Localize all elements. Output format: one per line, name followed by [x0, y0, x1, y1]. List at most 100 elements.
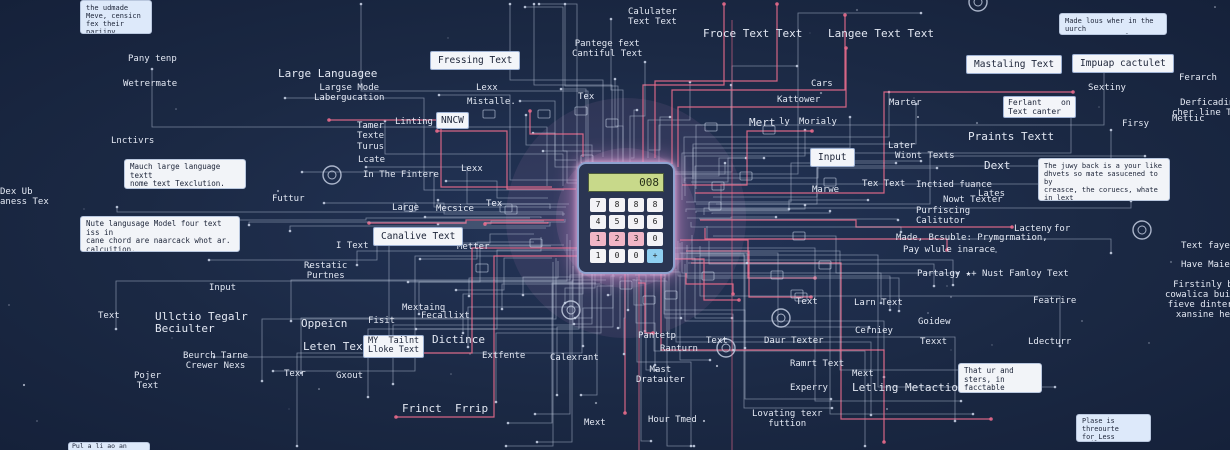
- label-largse-mode: Largse Mode Labergucation: [314, 83, 385, 103]
- star-speck: [916, 115, 920, 119]
- tag-ferlant: Ferlant on Text canter: [1003, 96, 1076, 118]
- trace-node: [722, 2, 726, 6]
- label-cars: Cars: [811, 79, 833, 89]
- circuit-trace: [437, 200, 551, 209]
- tag-nncw: NNCW: [436, 112, 469, 129]
- circuit-trace: [660, 255, 831, 400]
- circuit-trace: [367, 260, 580, 397]
- label-turus: Turus: [357, 142, 385, 152]
- trace-node: [271, 369, 275, 373]
- trace-node: [971, 412, 975, 416]
- label-metter: Metter: [457, 242, 490, 252]
- label-extfente: Extfente: [482, 351, 526, 361]
- star-speck: [819, 91, 823, 95]
- calculator-key[interactable]: 8: [647, 198, 663, 212]
- trace-node: [888, 308, 892, 312]
- component-chip: [664, 290, 678, 300]
- trace-node: [207, 258, 211, 262]
- calculator-key[interactable]: 0: [647, 232, 663, 246]
- trace-node: [867, 325, 871, 329]
- circuit-trace: [201, 217, 530, 221]
- star-speck: [318, 388, 320, 390]
- label-i-text: I Text: [336, 241, 369, 251]
- trace-node: [500, 307, 504, 311]
- trace-node: [537, 2, 541, 6]
- component-chip: [818, 260, 832, 270]
- calculator-key[interactable]: 8: [628, 198, 644, 212]
- circuit-trace: [690, 222, 902, 232]
- circuit-trace: [685, 205, 806, 212]
- callout-box-bottom-left: Pul a li ao an yaur fretiny: [68, 442, 150, 450]
- trace-node: [951, 283, 955, 287]
- tag-my-tailnt: MY Tailnt Lloke Text: [363, 335, 425, 358]
- calculator-key[interactable]: 7: [590, 198, 606, 212]
- trace-node: [635, 108, 639, 112]
- circuit-trace: [659, 257, 732, 319]
- calculator-key[interactable]: 3: [628, 232, 644, 246]
- trace-node: [803, 203, 807, 207]
- circuit-trace: [248, 219, 566, 225]
- circuit-trace: [700, 219, 1012, 228]
- component-chip: [701, 271, 715, 281]
- calculator-key[interactable]: 2: [609, 232, 625, 246]
- circuit-trace: [635, 274, 656, 371]
- calculator-key[interactable]: 8: [609, 198, 625, 212]
- component-chip: [762, 125, 776, 135]
- label-wetrermate: Wetrermate: [123, 79, 178, 89]
- trace-node: [1109, 128, 1113, 132]
- star-speck: [1081, 320, 1083, 322]
- calculator-key[interactable]: 5: [609, 215, 625, 229]
- label-larn-text: Larn Text: [854, 298, 903, 308]
- trace-node: [327, 118, 331, 122]
- circuit-trace: [425, 216, 542, 218]
- component-chip: [537, 109, 551, 119]
- label-mext-bottom: Mext: [584, 418, 606, 428]
- circuit-trace: [324, 202, 565, 215]
- circuit-trace: [713, 235, 958, 274]
- star-speck: [702, 419, 706, 423]
- component-chip: [642, 295, 656, 305]
- calculator-key[interactable]: 0: [609, 249, 625, 263]
- calculator-key[interactable]: 1: [590, 249, 606, 263]
- circuit-trace: [685, 273, 734, 294]
- gear-hub: [973, 0, 983, 7]
- calculator-key[interactable]: 9: [628, 215, 644, 229]
- circuit-trace: [635, 280, 656, 365]
- gear-hub: [327, 170, 337, 180]
- circuit-trace: [716, 155, 1145, 205]
- label-hour-tmed: Hour Tmed: [648, 415, 697, 425]
- label-pantetp: Pantetp: [638, 331, 676, 341]
- component-chip: [499, 203, 513, 213]
- circuit-trace: [640, 280, 694, 447]
- calculator-key[interactable]: 6: [647, 215, 663, 229]
- calculator-key[interactable]: 4: [590, 215, 606, 229]
- label-lates: Lates: [978, 189, 1006, 199]
- calculator-key[interactable]: +: [647, 249, 663, 263]
- circuit-trace: [447, 233, 534, 244]
- circuit-trace: [636, 277, 692, 446]
- calculator-key[interactable]: 0: [628, 249, 644, 263]
- component-chip: [790, 289, 804, 299]
- label-letling: Letling Metaction: [852, 381, 965, 394]
- calculator-key[interactable]: 1: [590, 232, 606, 246]
- trace-node: [723, 161, 727, 165]
- trace-node: [423, 215, 427, 219]
- label-goidew: Goidew: [918, 317, 951, 327]
- circuit-trace: [663, 278, 734, 350]
- trace-node: [653, 363, 657, 367]
- trace-node: [787, 207, 791, 211]
- label-made-bcsuble: Made, Bcsuble: Prymgrmation,: [896, 233, 1048, 243]
- star-speck: [83, 208, 85, 210]
- trace-node: [863, 444, 867, 448]
- circuit-trace: [688, 262, 973, 415]
- component-chip: [739, 171, 753, 181]
- tag-impuap: Impuap cactulet: [1072, 54, 1174, 73]
- circuit-trace: [508, 282, 596, 424]
- label-purfiscing: Purfiscing Calitutor: [916, 206, 971, 226]
- trace-node: [894, 161, 898, 165]
- label-pojer: Pojer Text: [134, 371, 162, 391]
- gear-hub: [566, 305, 576, 315]
- circuit-trace: [631, 109, 637, 159]
- circuit-trace: [671, 15, 846, 164]
- circuit-trace: [682, 130, 812, 186]
